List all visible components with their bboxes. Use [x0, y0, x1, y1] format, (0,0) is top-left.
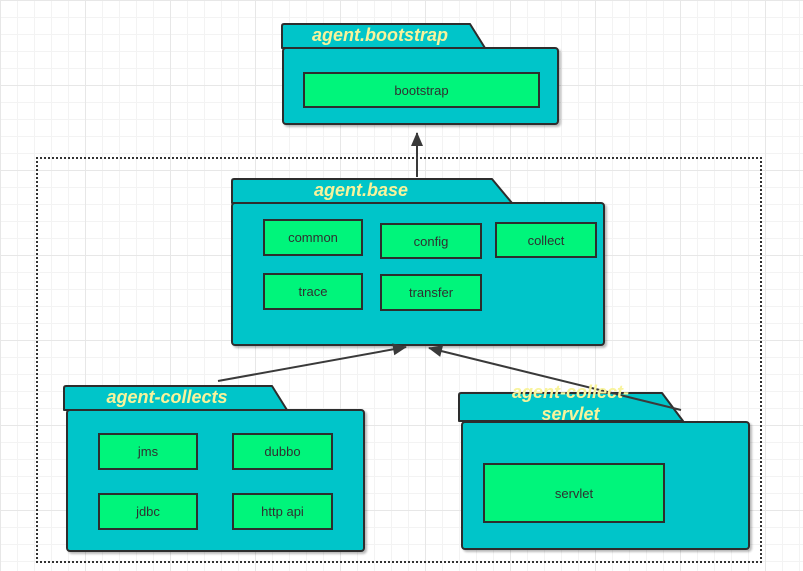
package-title: agent-collects: [106, 387, 228, 407]
module-common[interactable]: common: [263, 219, 363, 256]
group-boundary: [36, 157, 762, 563]
package-body[interactable]: [66, 409, 365, 552]
module-config[interactable]: config: [380, 223, 482, 259]
module-http-api[interactable]: http api: [232, 493, 333, 530]
package-tab[interactable]: [63, 383, 288, 411]
package-agent-collect-servlet[interactable]: agent-collect- servlet servlet: [458, 382, 750, 550]
package-agent-collects[interactable]: agent-collects jms dubbo jdbc http api: [63, 383, 365, 552]
package-tab[interactable]: [281, 22, 486, 49]
module-jdbc[interactable]: jdbc: [98, 493, 198, 530]
package-agent-bootstrap[interactable]: agent.bootstrap bootstrap: [281, 22, 559, 125]
module-servlet[interactable]: servlet: [483, 463, 665, 523]
package-title-line2: servlet: [541, 404, 600, 424]
module-transfer[interactable]: transfer: [380, 274, 482, 311]
package-title-line1: agent-collect-: [511, 382, 630, 402]
package-tab[interactable]: [231, 177, 513, 204]
module-collect[interactable]: collect: [495, 222, 597, 258]
module-trace[interactable]: trace: [263, 273, 363, 310]
module-dubbo[interactable]: dubbo: [232, 433, 333, 470]
package-agent-base[interactable]: agent.base common config collect trace t…: [231, 177, 606, 346]
module-bootstrap[interactable]: bootstrap: [303, 72, 540, 108]
module-jms[interactable]: jms: [98, 433, 198, 470]
package-title: agent-collect- servlet: [458, 381, 683, 425]
package-title: agent.base: [313, 180, 409, 200]
package-title: agent.bootstrap: [311, 25, 448, 45]
